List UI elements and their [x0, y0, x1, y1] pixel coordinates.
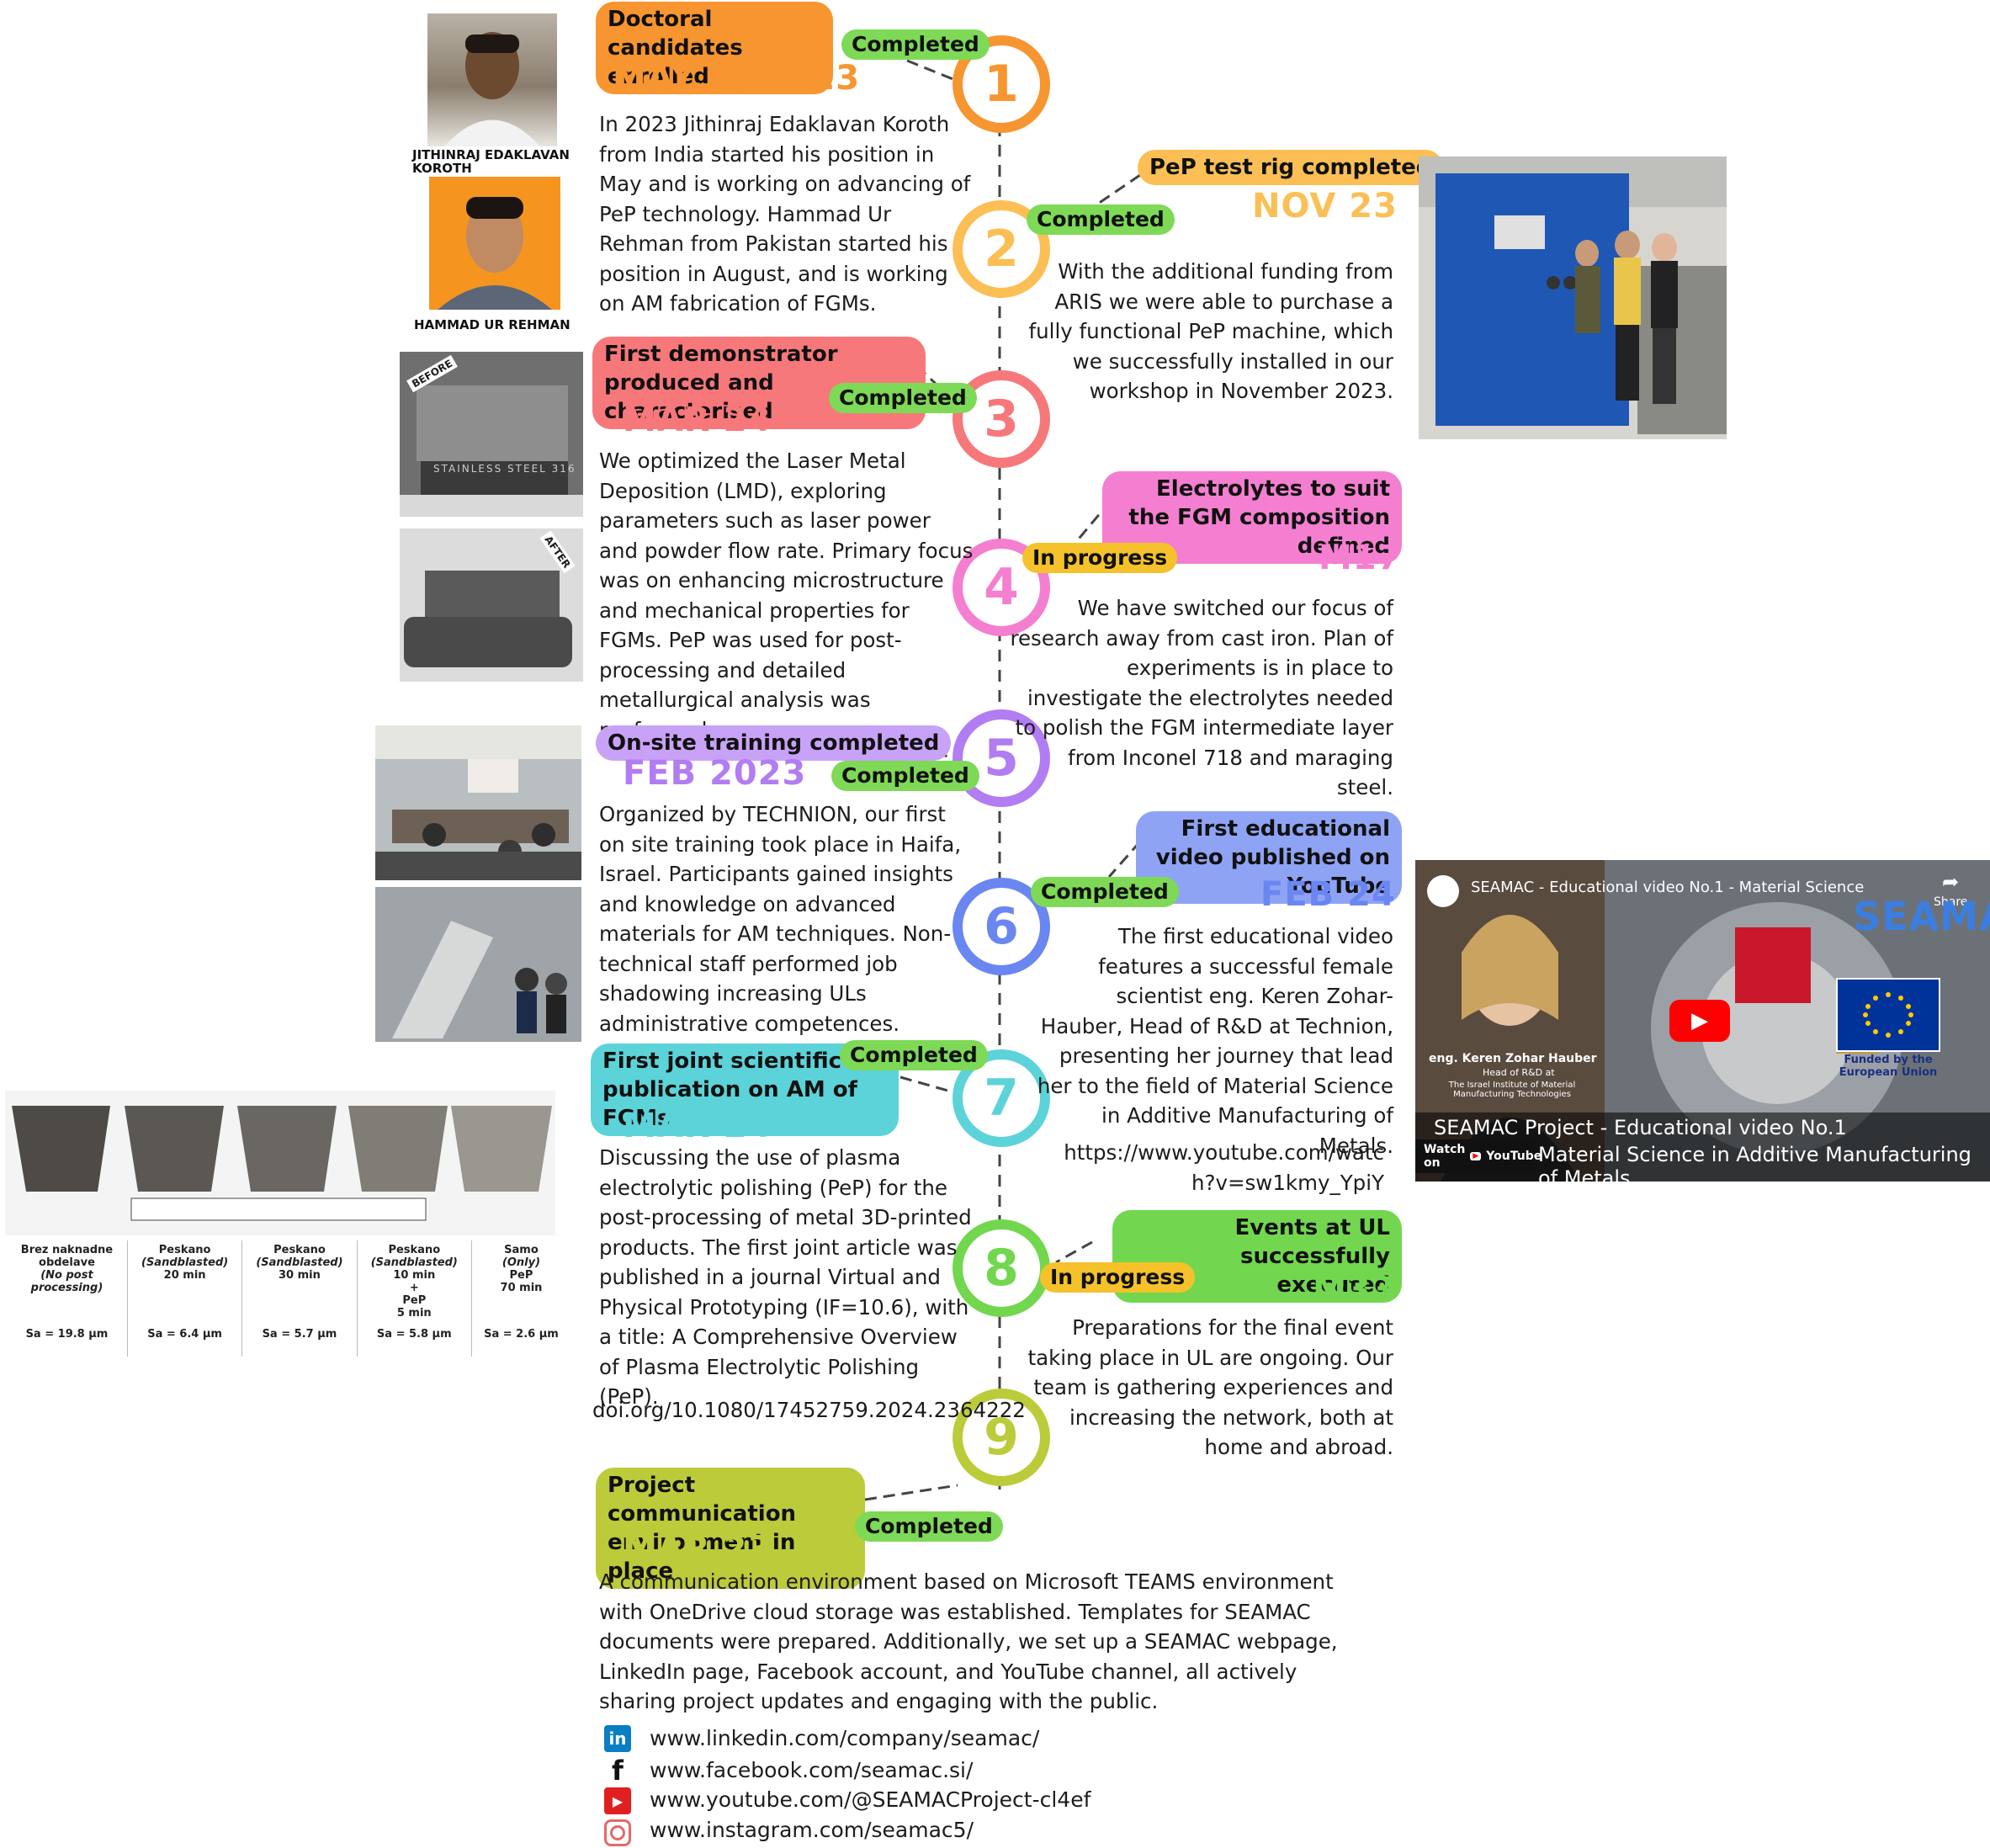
- sa-value-1: Sa = 19.8 μm: [25, 1328, 109, 1341]
- step-6-text: The first educational video features a s…: [1037, 924, 1393, 1158]
- step-7-text: Discussing the use of plasma electrolyti…: [599, 1145, 972, 1409]
- eu-flag: [1836, 978, 1940, 1052]
- step-1-title: Doctoral candidates enrolled: [596, 2, 833, 94]
- step-2-status: Completed: [1027, 204, 1175, 235]
- person-photo-2: [429, 177, 560, 310]
- step-9-title: Project communication environment in pla…: [596, 1468, 865, 1589]
- share-label[interactable]: Share: [1934, 895, 1968, 909]
- step-4-text: We have switched our focus of research a…: [1010, 596, 1393, 799]
- video-caption-line-2: Material Science in Additive Manufacturi…: [1538, 1143, 1971, 1182]
- channel-avatar: [1427, 875, 1459, 907]
- person-caption-2: HAMMAD UR REHMAN: [414, 317, 570, 332]
- sample-before-photo: BEFORE STAINLESS STEEL 316: [400, 352, 583, 517]
- sample-after-photo: AFTER: [400, 528, 583, 682]
- step-9-text: A communication environment based on Mic…: [599, 1569, 1338, 1713]
- seamac-brand: SEAMAC: [1853, 894, 1990, 939]
- step-5-text: Organized by TECHNION, our first on site…: [599, 802, 962, 1036]
- step-1-date: MAY, AUG 23: [613, 59, 861, 98]
- step-3-title: First demonstrator produced and characte…: [592, 337, 926, 429]
- person-caption-1: JITHINRAJ EDAKLAVAN KOROTH: [412, 147, 570, 176]
- step-6-date: FEB 24: [1260, 875, 1396, 914]
- step-4-date: M17: [1319, 539, 1402, 577]
- sa-value-3: Sa = 5.7 μm: [241, 1325, 358, 1357]
- pep-machine-photo: [1419, 157, 1727, 439]
- play-button[interactable]: ▶: [1669, 1000, 1730, 1042]
- step-2-text: With the additional funding from ARIS we…: [1028, 259, 1393, 403]
- linkedin-icon: in: [604, 1725, 631, 1752]
- sa-value-2: Sa = 6.4 μm: [126, 1325, 242, 1357]
- youtube-video-embed[interactable]: SEAMAC - Educational video No.1 - Materi…: [1415, 860, 1990, 1182]
- step-8-title: Events at UL successfully executed: [1112, 1210, 1402, 1303]
- step-7-doi[interactable]: doi.org/10.1080/17452759.2024.2364222: [592, 1398, 1026, 1422]
- youtube-logo-icon: ▶: [1470, 1152, 1482, 1160]
- samples-col-3: Peskano(Sandblasted)30 min: [241, 1240, 358, 1325]
- facebook-icon: f: [612, 1755, 624, 1787]
- youtube-link[interactable]: www.youtube.com/@SEAMACProject-cl4ef: [650, 1787, 1091, 1812]
- step-2-date: NOV 23: [1252, 187, 1398, 226]
- share-icon[interactable]: ➦: [1942, 870, 1960, 894]
- step-7-date: MAR 24: [623, 1107, 772, 1145]
- watch-on-label: Watch on: [1424, 1143, 1466, 1170]
- step-8-status: In progress: [1040, 1262, 1196, 1293]
- step-5-status: Completed: [831, 761, 979, 791]
- step-3-date: MAR 24: [623, 401, 772, 439]
- step-6-status: Completed: [1031, 877, 1179, 907]
- video-caption-line-1: SEAMAC Project - Educational video No.1: [1434, 1116, 1847, 1139]
- step-9-date: MAR 23: [623, 1530, 772, 1569]
- linkedin-link[interactable]: www.linkedin.com/company/seamac/: [650, 1726, 1040, 1750]
- step-7-title: First joint scientific publication on AM…: [591, 1043, 899, 1136]
- step-2-title: PeP test rig completed: [1138, 150, 1444, 185]
- youtube-icon: ▶: [604, 1787, 631, 1814]
- step-5-date: FEB 2023: [623, 754, 807, 793]
- step-9-status: Completed: [855, 1511, 1003, 1542]
- step-1-text: In 2023 Jithinraj Edaklavan Koroth from …: [599, 112, 971, 316]
- training-room-photo: [375, 725, 581, 880]
- watch-on-youtube-bar[interactable]: Watch on ▶ YouTube: [1415, 1139, 1542, 1173]
- instagram-link[interactable]: www.instagram.com/seamac5/: [650, 1818, 974, 1842]
- step-4-number: 4: [953, 539, 1050, 636]
- speaker-name: eng. Keren Zohar Hauber: [1429, 1052, 1597, 1065]
- eu-funding-text: Funded by the European Union: [1839, 1054, 1938, 1079]
- step-6-title: First educational video published on You…: [1136, 811, 1402, 904]
- training-robot-photo: [375, 887, 581, 1042]
- video-title: SEAMAC - Educational video No.1 - Materi…: [1471, 879, 1865, 896]
- step-5-title: On-site training completed: [596, 725, 952, 761]
- sa-value-5: Sa = 2.6 μm: [470, 1325, 570, 1357]
- step-4-status: In progress: [1022, 543, 1178, 573]
- step-3-text: We optimized the Laser Metal Deposition …: [599, 449, 974, 742]
- sa-value-4: Sa = 5.8 μm: [356, 1325, 472, 1357]
- printed-samples-photo: [5, 1091, 555, 1235]
- steel-label: STAINLESS STEEL 316: [433, 463, 576, 475]
- step-7-status: Completed: [840, 1040, 988, 1070]
- speaker-role: Head of R&D at: [1483, 1067, 1555, 1078]
- step-1-status: Completed: [841, 29, 990, 60]
- facebook-link[interactable]: www.facebook.com/seamac.si/: [650, 1758, 974, 1782]
- step-6-link[interactable]: https://www.youtube.com/watch?v=sw1kmy_Y…: [1064, 1140, 1384, 1195]
- person-photo-1: [427, 13, 557, 146]
- speaker-org: The Israel Institute of Material Manufac…: [1448, 1081, 1576, 1099]
- youtube-wordmark: YouTube: [1486, 1150, 1542, 1163]
- samples-col-2: Peskano(Sandblasted)20 min: [126, 1240, 242, 1325]
- step-3-status: Completed: [829, 383, 977, 413]
- instagram-icon: [604, 1819, 631, 1846]
- step-8-date: M33: [1313, 1271, 1396, 1309]
- step-8-text: Preparations for the final event taking …: [1027, 1315, 1394, 1459]
